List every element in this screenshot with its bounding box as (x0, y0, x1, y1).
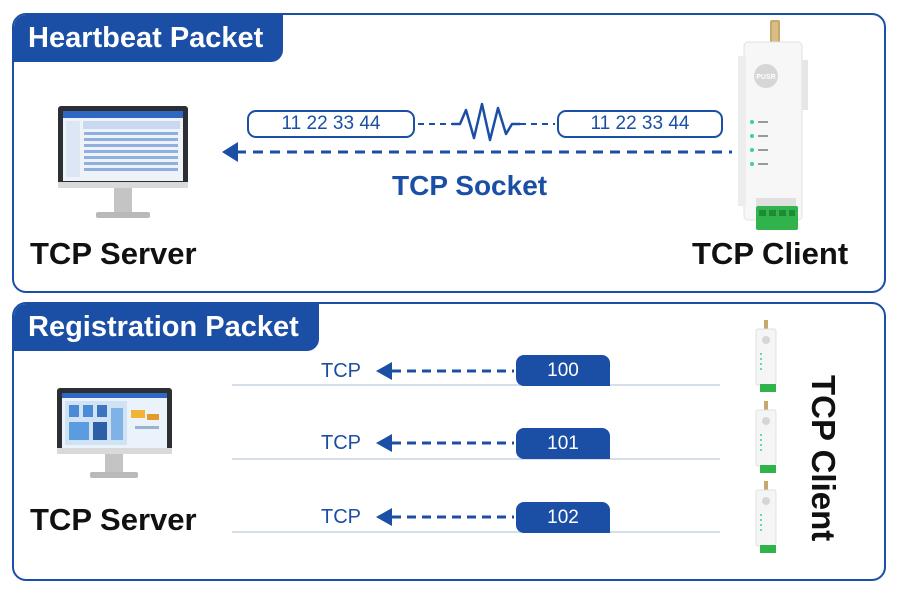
zigzag-signal-icon (452, 102, 520, 142)
row-3-protocol: TCP (321, 506, 361, 528)
server-monitor-icon-2 (57, 388, 172, 482)
arrow-left-icon (222, 142, 238, 162)
registration-server-label: TCP Server (30, 502, 197, 537)
tcp-socket-label: TCP Socket (392, 170, 548, 201)
row-1-protocol: TCP (321, 360, 361, 382)
tcp-client-device-icon-3 (752, 481, 780, 555)
registration-panel: Registration Packet (12, 302, 886, 581)
heartbeat-title: Heartbeat Packet (14, 15, 284, 62)
row-2-protocol: TCP (321, 432, 361, 454)
row-2-id-badge: 101 (516, 428, 610, 459)
heartbeat-packet-right: 11 22 33 44 (557, 110, 723, 138)
row-1-id-badge: 100 (516, 355, 610, 386)
arrow-left-icon-row-2 (376, 434, 392, 452)
svg-text:PUSR: PUSR (756, 74, 775, 81)
heartbeat-client-label: TCP Client (692, 236, 849, 271)
tcp-client-device-icon-2 (752, 401, 780, 475)
tcp-client-device-icon-1 (752, 320, 780, 394)
registration-title: Registration Packet (14, 304, 319, 351)
registration-client-label: TCP Client (805, 374, 842, 542)
row-3-id-badge: 102 (516, 502, 610, 533)
arrow-left-icon-row-3 (376, 508, 392, 526)
heartbeat-packet-left: 11 22 33 44 (247, 110, 415, 138)
arrow-left-icon-row-1 (376, 362, 392, 380)
heartbeat-server-label: TCP Server (30, 236, 197, 271)
tcp-client-device-icon: PUSR (738, 20, 810, 236)
server-monitor-icon (58, 106, 188, 226)
